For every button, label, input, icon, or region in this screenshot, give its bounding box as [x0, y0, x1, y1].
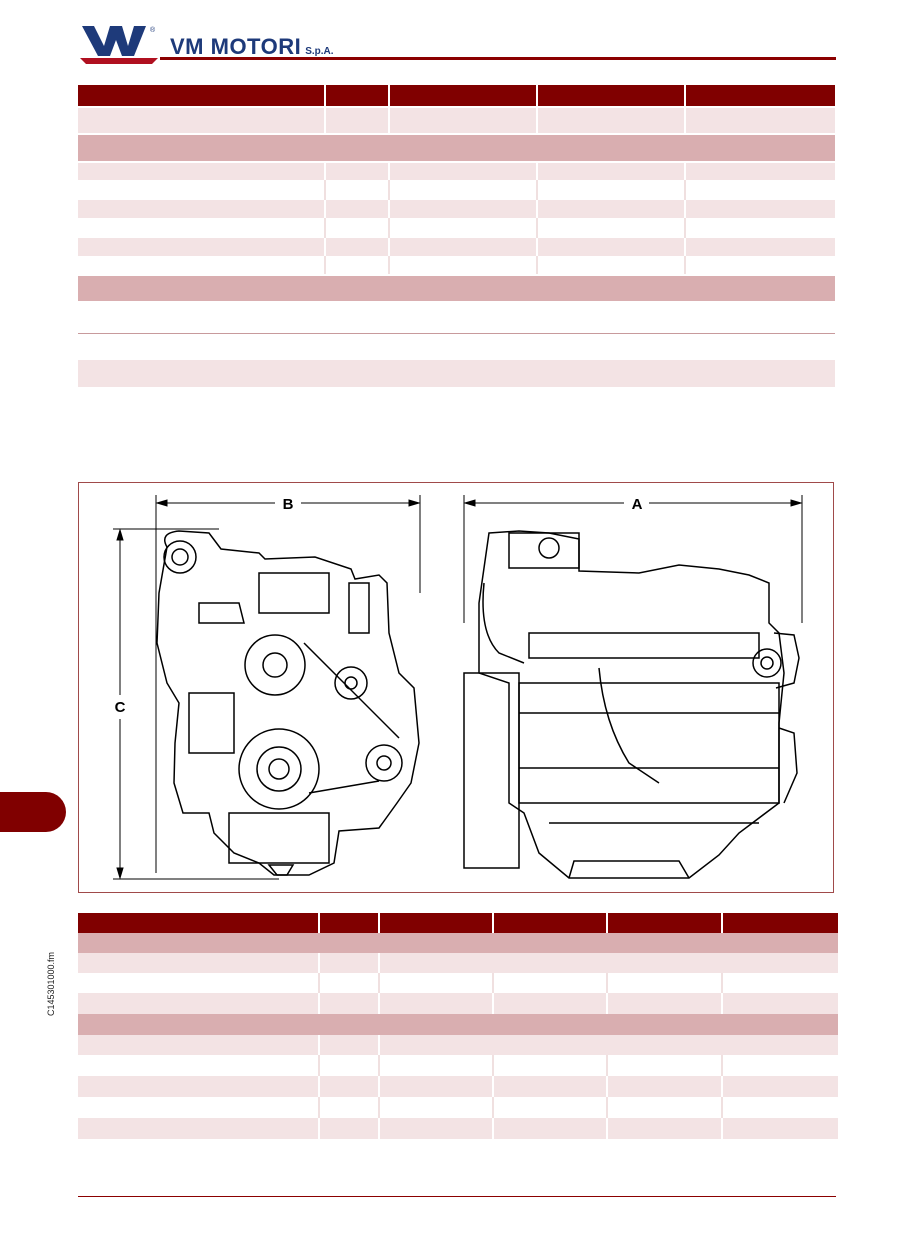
table-row: [78, 1055, 838, 1076]
engine-side-view: [463, 530, 800, 879]
table-row: [78, 163, 835, 180]
table-row: [78, 180, 835, 200]
table-row: [78, 238, 835, 256]
table-row: [78, 360, 835, 387]
brand-suffix: S.p.A.: [305, 46, 334, 57]
section-band: [78, 1014, 838, 1035]
section-band: [78, 135, 835, 161]
engine-dimensions-figure: B A C: [78, 482, 834, 893]
table-row: [78, 973, 838, 993]
spec-table-bottom: [78, 913, 838, 1139]
engine-drawing: B A C: [113, 495, 803, 880]
table-header-row: [78, 85, 835, 106]
dimension-label-c: C: [115, 699, 126, 716]
table-row: [78, 200, 835, 218]
table-row: [78, 1118, 838, 1139]
table-row: [78, 1035, 838, 1055]
engine-front-view: [156, 530, 420, 876]
document-code: C145301000.fm: [46, 951, 56, 1016]
table-row: [78, 218, 835, 238]
vm-logo-icon: ®: [80, 24, 160, 64]
svg-text:®: ®: [150, 26, 156, 34]
table-row: [78, 1097, 838, 1118]
table-row: [78, 1076, 838, 1097]
footer-rule: [78, 1196, 836, 1197]
dimension-label-a: A: [632, 496, 643, 513]
chapter-tab: [0, 792, 66, 832]
table-row: [78, 256, 835, 274]
table-row: [78, 993, 838, 1014]
table-header-row: [78, 913, 838, 933]
section-band: [78, 276, 835, 301]
table-row: [78, 108, 835, 133]
dimension-label-b: B: [283, 496, 294, 513]
divider: [78, 333, 835, 334]
section-band: [78, 933, 838, 953]
spec-table-top: [78, 85, 835, 387]
table-row: [78, 953, 838, 973]
header-rule: [160, 57, 836, 60]
